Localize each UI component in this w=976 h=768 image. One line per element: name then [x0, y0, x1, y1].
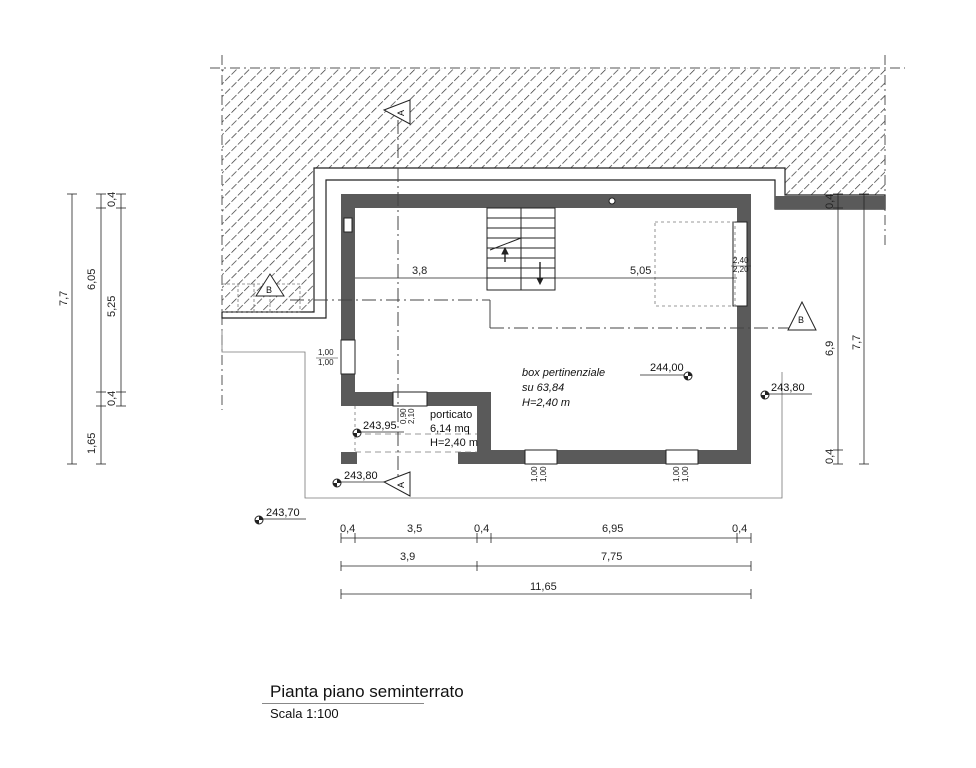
dimension-label: 244,00	[650, 362, 684, 374]
dimension-label: 243,80	[771, 382, 805, 394]
dimension-label: 0,4	[474, 523, 489, 535]
dimension-label: A	[396, 482, 406, 488]
dimension-label: 0,4	[106, 192, 118, 207]
section-marker-b-left: B	[255, 273, 285, 297]
dimension-label: 1,65	[86, 433, 98, 454]
dim-chain-left-outer	[67, 193, 77, 465]
dimension-label: 243,95	[363, 420, 397, 432]
window-bottom-2-width: 1,00	[672, 466, 681, 482]
window-left-width: 1,00	[318, 348, 334, 357]
dim-chain-bottom-1	[340, 533, 752, 543]
window-right-width: 2,40	[733, 256, 749, 265]
elevation-outside: 243,70	[254, 507, 306, 525]
box-room-name: box pertinenziale	[522, 367, 605, 379]
elevation-box: 244,00	[640, 362, 693, 381]
porch-outline	[354, 406, 477, 453]
title-underline	[262, 703, 424, 704]
wall-segment	[775, 196, 885, 209]
dimension-label: 0,4	[340, 523, 355, 535]
drawing-scale: Scala 1:100	[270, 706, 339, 721]
dimension-label: 0,4	[824, 449, 836, 464]
retaining-wall	[221, 167, 886, 319]
dimension-label: 0,4	[106, 391, 118, 406]
terrain-outline	[221, 330, 783, 499]
dimension-label: 11,65	[530, 581, 557, 593]
elevation-entry: 243,80	[332, 470, 384, 488]
door-porch-width: 0,90	[399, 408, 408, 424]
window-bottom-1-height: 1,00	[539, 466, 548, 482]
section-marker-a-top: A	[382, 99, 411, 125]
box-room-height: H=2,40 m	[522, 397, 570, 409]
dimension-label: 7,7	[58, 291, 70, 306]
dimension-label: 6,9	[824, 341, 836, 356]
room-right-width: 5,05	[630, 265, 651, 277]
porch-name: porticato	[430, 409, 472, 421]
room-left-width: 3,8	[412, 265, 427, 277]
dim-chain-right-outer	[859, 193, 869, 465]
door-porch	[392, 391, 428, 407]
dimension-label: 5,25	[106, 296, 118, 317]
staircase	[486, 207, 556, 291]
porch-height: H=2,40 m	[430, 437, 478, 449]
dimension-label: 3,9	[400, 551, 415, 563]
window-bottom-1-width: 1,00	[530, 466, 539, 482]
elevation-right: 243,80	[760, 382, 812, 400]
duct	[343, 217, 353, 233]
dimension-label: A	[396, 110, 406, 116]
section-marker-b-right: B	[787, 300, 817, 331]
window-left-height: 1,00	[318, 358, 334, 367]
box-room-area: su 63,84	[522, 382, 564, 394]
dimension-label: 7,7	[851, 335, 863, 350]
dim-chain-left-detail	[116, 193, 126, 407]
drain-icon	[608, 197, 616, 205]
window-bottom-2	[665, 449, 699, 465]
dimension-label: 243,70	[266, 507, 300, 519]
window-bottom-1	[524, 449, 558, 465]
window-right-height: 2,20	[733, 265, 749, 274]
window-right	[732, 221, 748, 307]
window-left	[340, 339, 356, 375]
section-marker-a-bottom: A	[382, 471, 411, 497]
dim-chain-left-inner	[96, 193, 106, 465]
dim-chain-bottom-2	[340, 561, 752, 571]
terrain-hatch	[222, 68, 885, 312]
dimension-label: 243,80	[344, 470, 378, 482]
dimension-label: 7,75	[601, 551, 622, 563]
drawing-title: Pianta piano seminterrato	[270, 682, 464, 701]
dimension-label: 6,05	[86, 269, 98, 290]
porch-area: 6,14 mq	[430, 423, 470, 435]
terrain-step	[222, 283, 301, 313]
window-bottom-2-height: 1,00	[681, 466, 690, 482]
dim-chain-bottom-total	[340, 589, 752, 599]
dimension-label: 6,95	[602, 523, 623, 535]
dimension-label: B	[798, 315, 804, 325]
dimension-label: 0,4	[824, 194, 836, 209]
dimension-label: 0,4	[732, 523, 747, 535]
elevation-porch: 243,95	[352, 420, 404, 438]
overhead-outline	[654, 221, 736, 307]
dimension-label: 3,5	[407, 523, 422, 535]
dimension-label: B	[266, 285, 272, 295]
dim-chain-right-inner	[833, 193, 843, 465]
door-porch-height: 2,10	[407, 408, 416, 424]
